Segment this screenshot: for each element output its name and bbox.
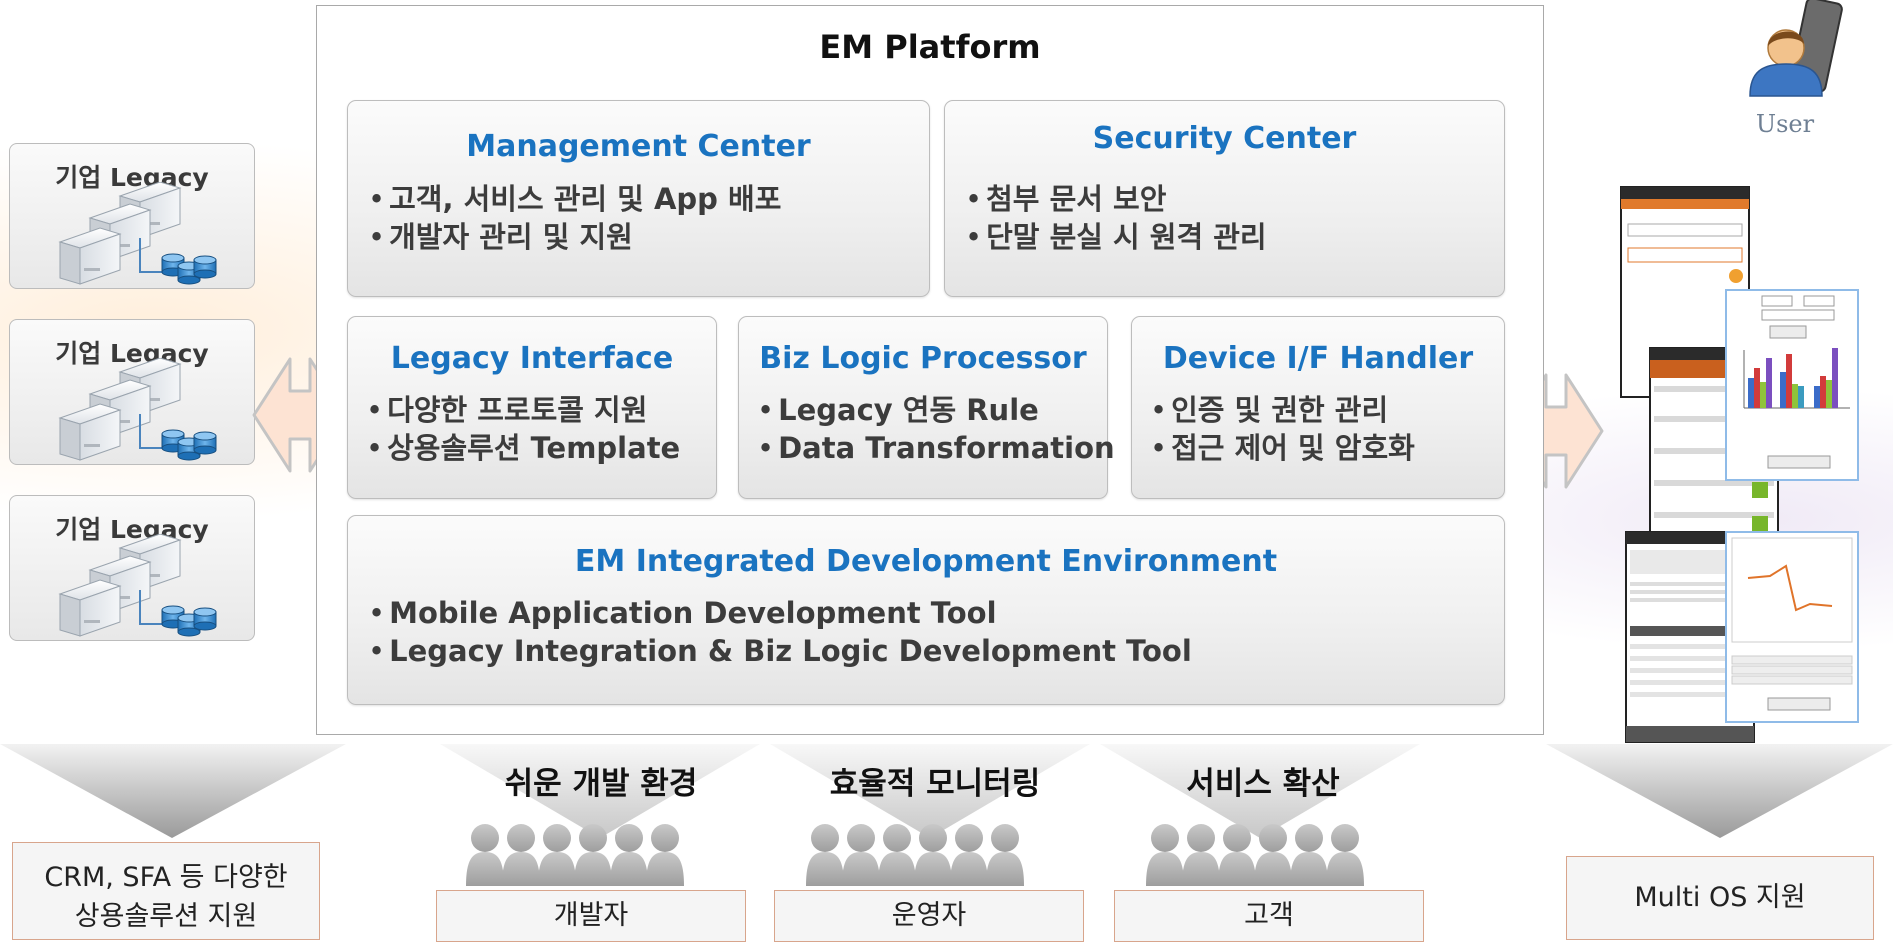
- multi-os-support-box: Multi OS 지원: [1566, 856, 1874, 940]
- ide-item-1: •Mobile Application Development Tool: [368, 596, 997, 630]
- legacy-label: 기업 Legacy: [55, 339, 209, 368]
- developer-role-label: 개발자: [553, 900, 629, 931]
- group-title-easy-dev: 쉬운 개발 환경: [504, 766, 698, 802]
- management-center-title: Management Center: [466, 129, 811, 164]
- em-platform-frame: EM Platform Management Center •고객, 서비스 관…: [316, 5, 1544, 735]
- security-center-card: Security Center •첨부 문서 보안 •단말 분실 시 원격 관리: [944, 100, 1505, 297]
- left-box-line2: 상용솔루션 지원: [74, 901, 258, 932]
- management-item-1: •고객, 서비스 관리 및 App 배포: [368, 182, 782, 216]
- server-database-icon: [59, 182, 217, 285]
- operator-role-box: 운영자: [774, 890, 1084, 942]
- ide-item-2: •Legacy Integration & Biz Logic Developm…: [368, 634, 1192, 668]
- customer-role-box: 고객: [1114, 890, 1424, 942]
- user-label: User: [1755, 110, 1815, 138]
- group-title-monitoring: 효율적 모니터링: [829, 766, 1041, 802]
- legacy-interface-card: Legacy Interface •다양한 프로토콜 지원 •상용솔루션 Tem…: [347, 316, 717, 499]
- biz-logic-processor-card: Biz Logic Processor •Legacy 연동 Rule •Dat…: [738, 316, 1115, 499]
- legacy-system-2: 기업 Legacy: [9, 319, 255, 465]
- left-box-line1: CRM, SFA 등 다양한: [44, 862, 288, 893]
- security-item-1: •첨부 문서 보안: [965, 182, 1167, 216]
- device-if-handler-title: Device I/F Handler: [1162, 341, 1474, 376]
- server-database-icon: [59, 358, 217, 461]
- biz-logic-item-1: •Legacy 연동 Rule: [757, 393, 1039, 427]
- ide-title: EM Integrated Development Environment: [574, 544, 1278, 579]
- ide-card: EM Integrated Development Environment •M…: [347, 515, 1505, 705]
- operator-role-label: 운영자: [891, 900, 967, 931]
- legacy-label: 기업 Legacy: [55, 515, 209, 544]
- server-database-icon: [59, 534, 217, 637]
- legacy-label: 기업 Legacy: [55, 163, 209, 192]
- bottom-funnel-shapes: [0, 744, 1893, 838]
- legacy-system-3: 기업 Legacy: [9, 495, 255, 641]
- group-title-service-expansion: 서비스 확산: [1186, 766, 1340, 802]
- biz-logic-processor-title: Biz Logic Processor: [759, 341, 1087, 376]
- device-handler-item-2: •접근 제어 및 암호화: [1150, 431, 1415, 465]
- commercial-solution-support-box: CRM, SFA 등 다양한 상용솔루션 지원: [12, 842, 320, 940]
- legacy-interface-item-1: •다양한 프로토콜 지원: [366, 393, 648, 427]
- platform-title: EM Platform: [819, 28, 1041, 66]
- mobile-screens-illustration: [1620, 186, 1859, 743]
- biz-logic-item-2: •Data Transformation: [757, 431, 1115, 465]
- legacy-system-1: 기업 Legacy: [9, 143, 255, 289]
- management-center-card: Management Center •고객, 서비스 관리 및 App 배포 •…: [347, 100, 930, 297]
- legacy-interface-item-2: •상용솔루션 Template: [366, 431, 681, 465]
- device-if-handler-card: Device I/F Handler •인증 및 권한 관리 •접근 제어 및 …: [1131, 316, 1505, 499]
- security-center-title: Security Center: [1092, 121, 1357, 156]
- operators-people-icon: [806, 824, 1024, 886]
- right-box-label: Multi OS 지원: [1634, 882, 1806, 913]
- customer-role-label: 고객: [1244, 900, 1294, 931]
- developers-people-icon: [466, 824, 684, 886]
- security-item-2: •단말 분실 시 원격 관리: [965, 220, 1267, 254]
- management-item-2: •개발자 관리 및 지원: [368, 220, 633, 254]
- legacy-interface-title: Legacy Interface: [390, 341, 674, 376]
- device-handler-item-1: •인증 및 권한 관리: [1150, 393, 1389, 427]
- user-icon: [1749, 0, 1843, 97]
- customers-people-icon: [1146, 824, 1364, 886]
- developer-role-box: 개발자: [436, 890, 746, 942]
